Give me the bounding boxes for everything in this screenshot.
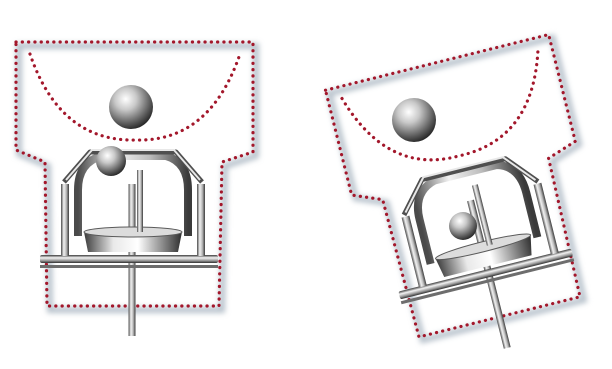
small-ball [449,212,477,240]
dotted-cup-arc [342,50,558,180]
small-ball [96,146,126,176]
tilted-device [326,34,612,369]
large-ball [392,98,436,142]
outline-shadow [329,38,612,348]
large-ball [109,85,153,129]
upright-device [16,42,256,336]
dotted-outline [326,35,612,345]
